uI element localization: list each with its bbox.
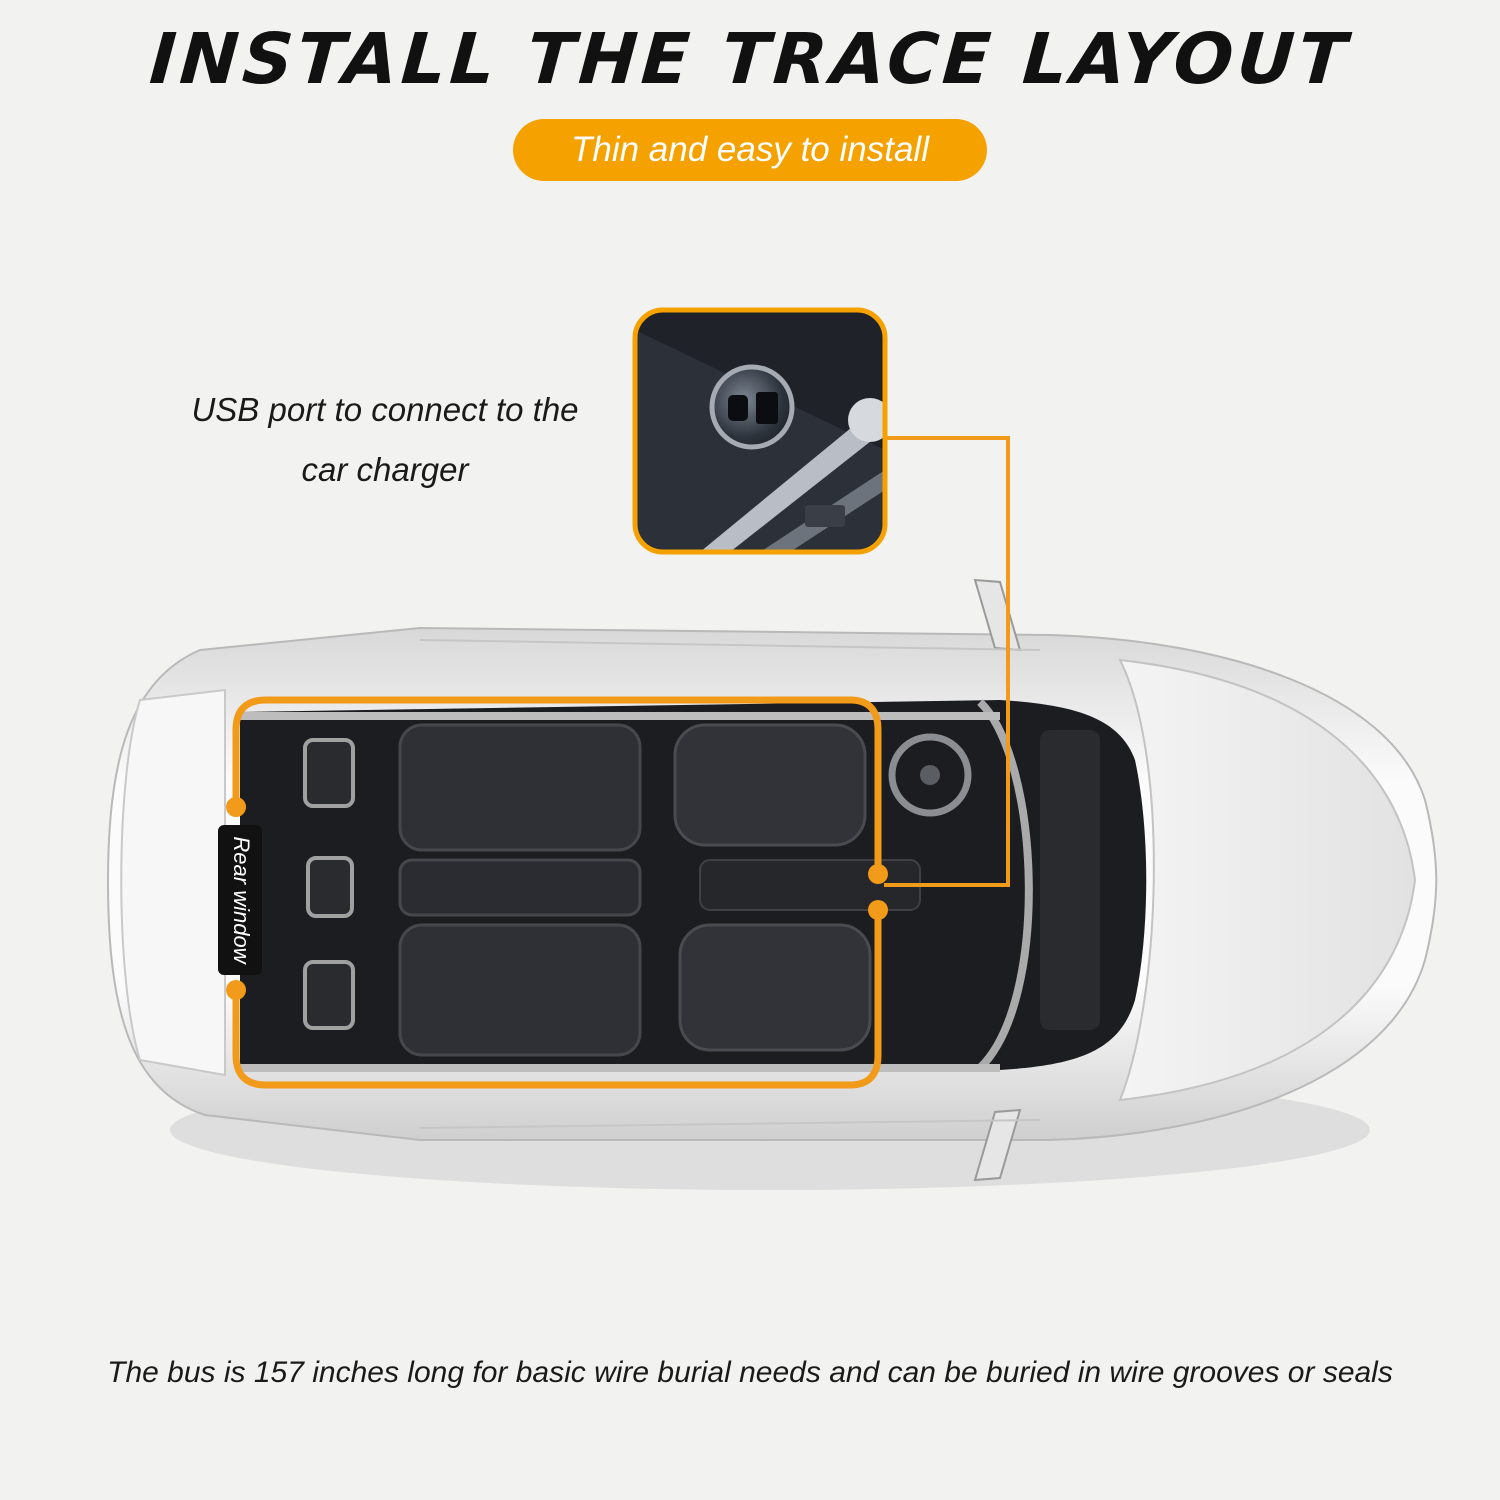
usb-port-photo-icon (632, 307, 888, 555)
side-mirror (973, 1108, 1022, 1182)
trace-dot (226, 797, 246, 817)
dashboard (1040, 730, 1100, 1030)
trace-dot (226, 980, 246, 1000)
trace-loop-bottom (232, 908, 882, 1089)
door-line (419, 639, 1041, 651)
rear-seat (398, 923, 642, 1057)
steering-hub (920, 765, 940, 785)
roof-rail-top (240, 712, 1000, 720)
usb-caption-line2: car charger (301, 451, 469, 488)
steering-wheel (888, 733, 972, 817)
front-seat (673, 723, 867, 847)
front-seat (678, 923, 872, 1052)
usb-caption: USB port to connect to the car charger (150, 380, 620, 500)
rear-seat (398, 858, 642, 917)
rear-window-badge (218, 825, 262, 975)
rear-vent (303, 738, 355, 808)
footer-note: The bus is 157 inches long for basic wir… (107, 1356, 1393, 1389)
trace-dot (868, 864, 888, 884)
car-trunk (120, 688, 226, 1077)
usb-caption-line1: USB port to connect to the (191, 391, 579, 428)
rear-window-label: Rear window (229, 836, 254, 965)
rear-vent (303, 960, 355, 1030)
door-line (419, 1119, 1041, 1129)
subtitle-badge: Thin and easy to install (513, 119, 987, 181)
trace-loop (232, 696, 882, 876)
usb-connector-line (884, 436, 1010, 887)
car-top-view-icon (106, 578, 1438, 1182)
rear-seat (398, 723, 642, 852)
rear-vent (306, 856, 354, 918)
roof-rail-bottom (240, 1064, 1000, 1072)
trace-dot (868, 900, 888, 920)
car-windshield (977, 699, 1033, 1071)
car-hood (1118, 658, 1417, 1102)
